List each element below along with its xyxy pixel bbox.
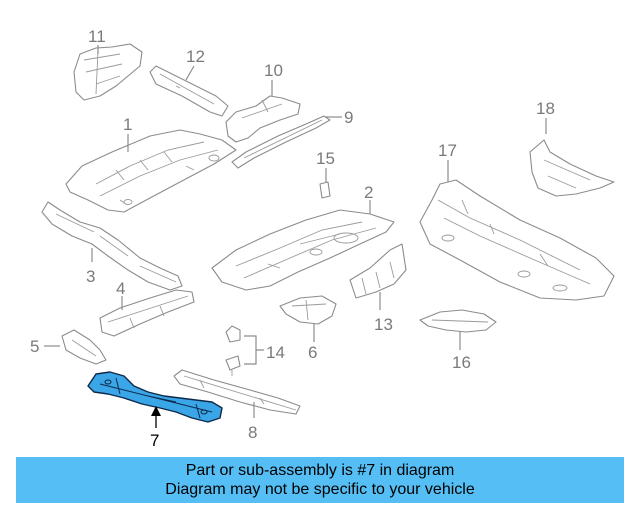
part-12[interactable] — [149, 65, 229, 117]
callout-5: 5 — [30, 337, 39, 356]
part-9[interactable] — [231, 115, 331, 169]
callout-15: 15 — [316, 149, 335, 168]
callout-7-arrow — [151, 406, 161, 428]
part-10[interactable] — [225, 95, 301, 143]
banner-line-1: Part or sub-assembly is #7 in diagram — [185, 462, 455, 479]
callout-12: 12 — [186, 47, 205, 66]
callout-1: 1 — [123, 115, 132, 134]
callout-3: 3 — [86, 267, 95, 286]
part-18[interactable] — [529, 139, 615, 197]
callout-6: 6 — [308, 343, 317, 362]
callout-4: 4 — [116, 279, 125, 298]
callout-17: 17 — [438, 141, 457, 160]
part-5[interactable] — [61, 329, 107, 365]
banner-line-2: Diagram may not be specific to your vehi… — [165, 481, 475, 498]
parts-diagram: 11 12 10 9 1 15 2 — [30, 27, 615, 450]
part-3[interactable] — [41, 201, 183, 291]
callout-2: 2 — [364, 183, 373, 202]
part-2[interactable] — [211, 209, 395, 291]
part-13[interactable] — [349, 243, 407, 299]
info-banner: Part or sub-assembly is #7 in diagram Di… — [16, 457, 624, 503]
callout-7: 7 — [150, 431, 159, 450]
part-4[interactable] — [99, 289, 195, 337]
callout-18: 18 — [536, 99, 555, 118]
part-6[interactable] — [279, 295, 337, 325]
callout-11: 11 — [88, 27, 106, 46]
callout-13: 13 — [374, 315, 393, 334]
part-7-highlighted[interactable] — [87, 371, 223, 423]
callout-8: 8 — [248, 423, 257, 442]
part-8[interactable] — [173, 369, 301, 415]
part-16[interactable] — [419, 309, 497, 333]
callout-16: 16 — [452, 353, 471, 372]
part-1[interactable] — [65, 129, 237, 213]
part-15[interactable] — [319, 181, 331, 199]
callout-14: 14 — [266, 343, 285, 362]
part-14[interactable] — [225, 325, 241, 376]
callout-9: 9 — [344, 108, 353, 127]
callout-10: 10 — [264, 61, 283, 80]
part-17[interactable] — [419, 179, 615, 301]
part-11[interactable] — [73, 43, 143, 101]
